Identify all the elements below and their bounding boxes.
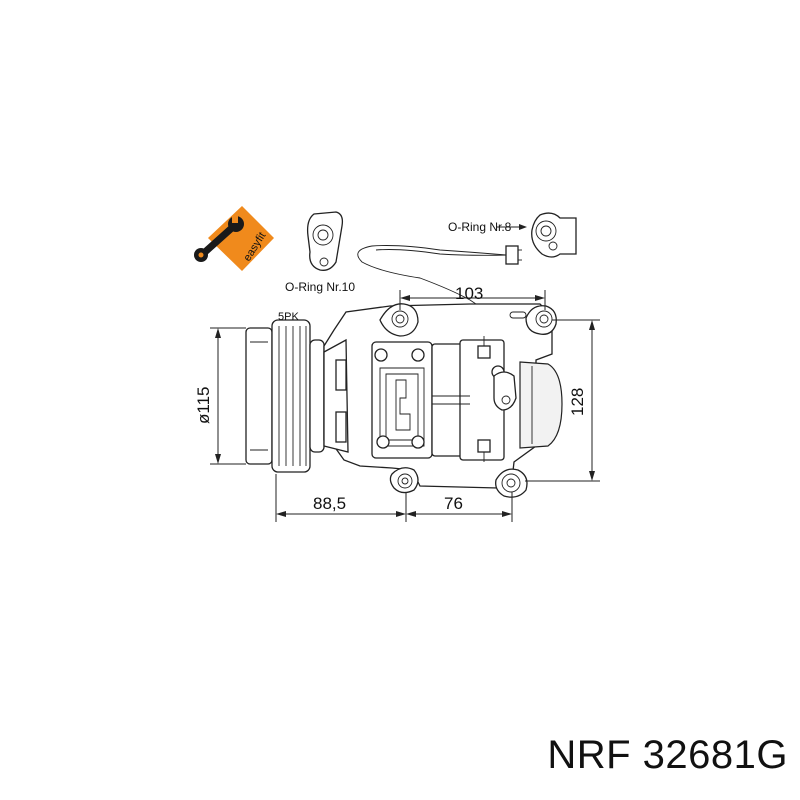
easyfit-logo: easyfit <box>194 206 274 271</box>
belt-grooves <box>278 326 307 466</box>
oring-10-label: O-Ring Nr.10 <box>285 280 355 294</box>
dimension-128-label: 128 <box>568 388 587 416</box>
oring-10-fitting <box>306 211 344 271</box>
footer-caption: NRF 32681G <box>547 733 788 778</box>
oring-8-fitting <box>531 212 577 258</box>
belt-label: 5PK <box>278 311 299 323</box>
oring-8-label: O-Ring Nr.8 <box>448 220 512 234</box>
dimension-76-label: 76 <box>444 494 463 513</box>
pulley <box>245 319 325 473</box>
dimension-bottom <box>275 474 513 522</box>
dimension-128 <box>525 319 600 482</box>
dimension-103-label: 103 <box>455 284 483 303</box>
dimension-115-label: ø115 <box>194 387 213 425</box>
dimension-103 <box>399 290 546 310</box>
dimension-88-5-label: 88,5 <box>313 494 346 513</box>
dimension-115 <box>210 327 246 465</box>
part-number: 32681G <box>642 733 788 777</box>
brand-name: NRF <box>547 733 632 777</box>
wrench-icon <box>194 216 244 262</box>
compressor-body <box>323 303 563 498</box>
wire-connector <box>505 245 519 265</box>
